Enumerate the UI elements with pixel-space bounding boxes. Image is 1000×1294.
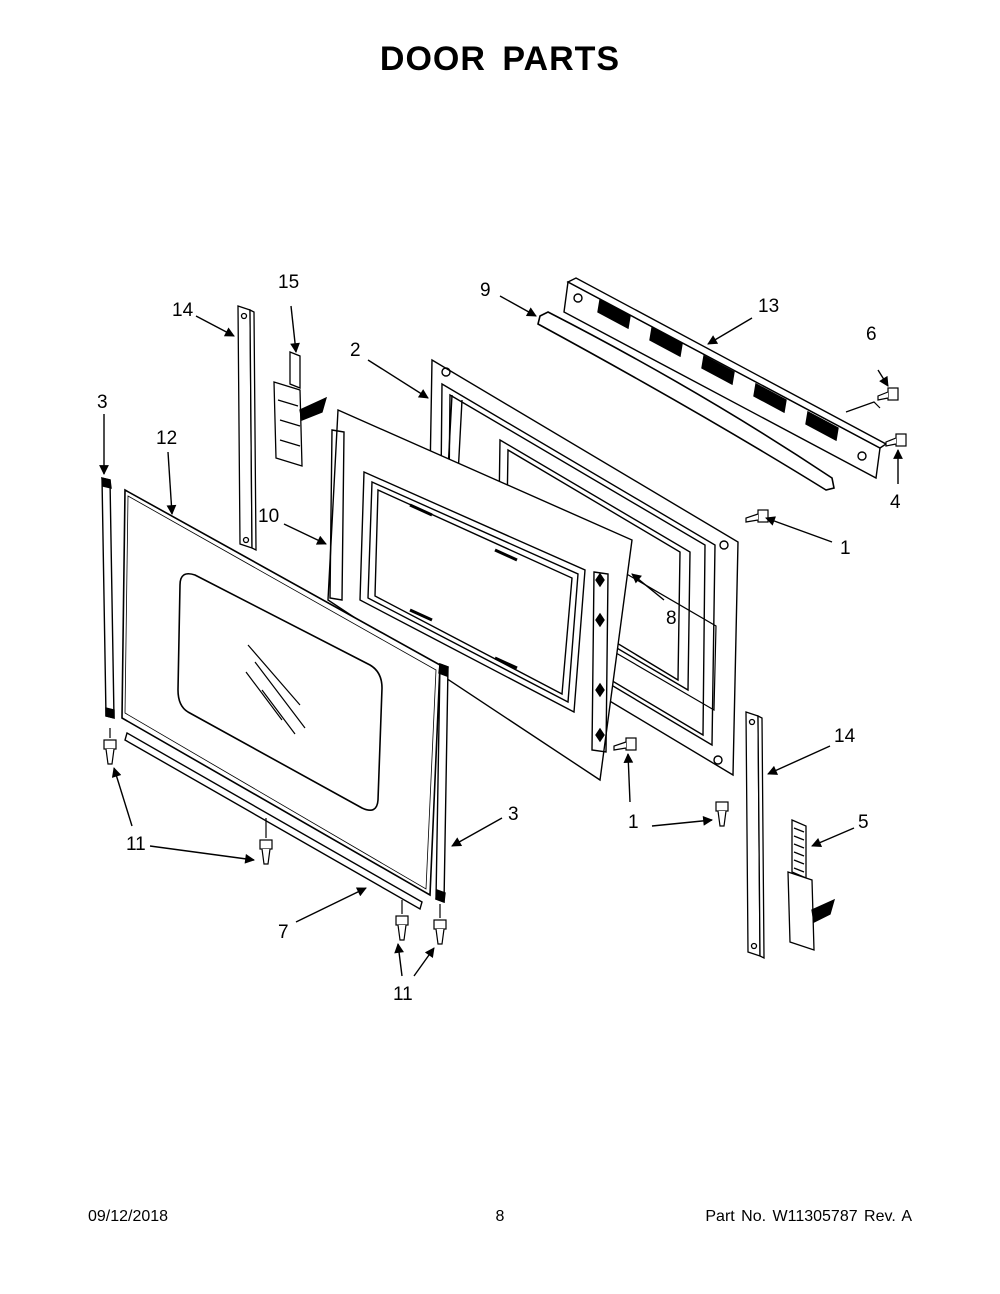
screw-part-11-b1 [395,915,409,941]
callout-1-upper: 1 [840,538,851,559]
callout-11-left: 11 [126,834,146,855]
inner-glass-frame [327,408,633,782]
bottom-door-trim [124,731,423,911]
callout-labels: 15 14 9 13 6 2 3 12 10 4 1 8 14 1 5 3 11… [97,272,901,1005]
callout-6: 6 [866,324,877,345]
hinge-receiver-upper [237,305,257,552]
callout-2: 2 [350,340,361,361]
page-title: DOOR PARTS [379,40,621,78]
screw-part-1-mid [613,737,637,751]
right-side-trim [435,662,449,904]
footer-date: 09/12/2018 [88,1208,169,1225]
screw-part-1-lower [715,801,729,827]
door-insulation [603,561,717,712]
callout-9: 9 [480,280,491,301]
footer-part-number: Part No. W11305787 Rev. A [705,1208,912,1225]
outer-door-glass [121,488,441,897]
callout-1-mid: 1 [628,812,639,833]
callout-4: 4 [890,492,901,513]
callout-11-bottom: 11 [393,984,413,1005]
callout-3-left: 3 [97,392,108,413]
callout-14-lower: 14 [834,726,856,747]
door-handle [537,311,835,491]
screws [103,387,907,945]
screw-part-11-b2 [433,919,447,945]
callout-15: 15 [278,272,299,293]
lower-hinge [787,819,836,951]
screw-part-1-upper [745,509,769,523]
upper-hinge [273,351,328,467]
leader-lines [99,295,903,977]
hinge-receiver-lower [745,711,765,960]
callout-14-upper: 14 [172,300,194,321]
left-side-trim [101,477,115,719]
vent-panel [563,277,888,480]
screw-part-11-bottom [259,839,273,865]
callout-10: 10 [258,506,279,527]
callout-8: 8 [666,608,677,629]
callout-5: 5 [858,812,869,833]
callout-12: 12 [156,428,177,449]
screw-part-11-left [103,739,117,765]
screw-part-4 [885,433,907,447]
callout-7: 7 [278,922,289,943]
callout-13: 13 [758,296,779,317]
footer-page-number: 8 [495,1208,505,1225]
callout-3-right: 3 [508,804,519,825]
screw-part-6 [877,387,899,401]
